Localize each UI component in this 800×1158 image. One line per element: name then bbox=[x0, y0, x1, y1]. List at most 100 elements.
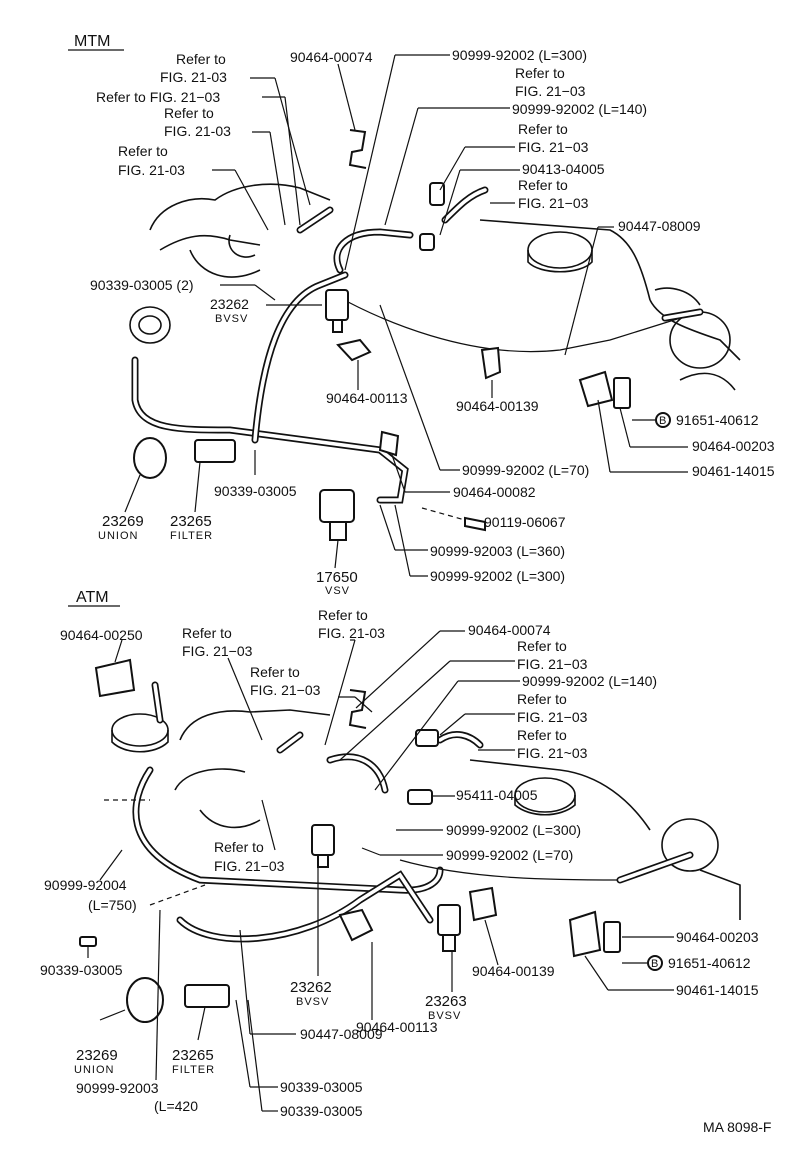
mtm-label-23265: 23265 bbox=[170, 513, 212, 530]
mtm-section-title: MTM bbox=[74, 33, 110, 50]
atm-label-90461-14015: 90461-14015 bbox=[676, 982, 759, 998]
mtm-label-90464-00113: 90464-00113 bbox=[326, 390, 408, 406]
atm-label-filter: FILTER bbox=[172, 1064, 215, 1076]
mtm-label-union: UNION bbox=[98, 530, 138, 542]
atm-valve-95411-04005 bbox=[407, 789, 433, 805]
mtm-ref-b: Refer to FIG. 21−03 bbox=[96, 89, 220, 105]
atm-clip-90464-00250 bbox=[94, 658, 136, 698]
mtm-bracket-90461-14015 bbox=[578, 370, 614, 408]
atm-label-90464-00250: 90464-00250 bbox=[60, 627, 143, 643]
atm-filter-23265 bbox=[184, 984, 230, 1008]
atm-label-l420: (L=420 bbox=[154, 1098, 198, 1114]
mtm-bvsv-23262 bbox=[325, 289, 349, 321]
mtm-components bbox=[133, 129, 671, 541]
atm-ref-g-line1: Refer to bbox=[214, 839, 264, 855]
atm-label-90464-00203: 90464-00203 bbox=[676, 929, 759, 945]
mtm-section: MTM bbox=[68, 33, 775, 597]
atm-label-90447-08009: 90447-08009 bbox=[300, 1026, 383, 1042]
mtm-ref-f-line2: FIG. 21−03 bbox=[518, 139, 589, 155]
mtm-label-90999-92002-300: 90999-92002 (L=300) bbox=[452, 47, 587, 63]
atm-clip-90464-00139 bbox=[468, 886, 498, 922]
mtm-ref-c-line2: FIG. 21-03 bbox=[164, 123, 231, 139]
atm-bolt-b-91651-40612 bbox=[647, 955, 663, 971]
mtm-label-90413-04005: 90413-04005 bbox=[522, 161, 605, 177]
atm-ref-a-line1: Refer to bbox=[182, 625, 232, 641]
mtm-ref-a-line2: FIG. 21-03 bbox=[160, 69, 227, 85]
mtm-bolt-b-91651-40612 bbox=[655, 412, 671, 428]
mtm-clip-90464-00113 bbox=[336, 338, 372, 362]
atm-label-23269: 23269 bbox=[76, 1047, 118, 1064]
atm-label-90999-92002-140: 90999-92002 (L=140) bbox=[522, 673, 657, 689]
atm-clip-90464-00113 bbox=[338, 908, 374, 942]
atm-ref-g-line2: FIG. 21−03 bbox=[214, 858, 285, 874]
atm-label-l750: (L=750) bbox=[88, 897, 137, 913]
mtm-label-90464-00203: 90464-00203 bbox=[692, 438, 775, 454]
mtm-label-90339-03005: 90339-03005 bbox=[214, 483, 297, 499]
mtm-ref-d-line1: Refer to bbox=[118, 143, 168, 159]
atm-ref-c-line1: Refer to bbox=[318, 607, 368, 623]
mtm-label-90464-00082: 90464-00082 bbox=[453, 484, 536, 500]
mtm-ref-d-line2: FIG. 21-03 bbox=[118, 162, 185, 178]
atm-label-b-mark: B bbox=[651, 958, 659, 970]
atm-ref-f-line1: Refer to bbox=[517, 727, 567, 743]
atm-label-90464-00113: 90464-00113 bbox=[356, 1019, 438, 1035]
mtm-vsv-17650 bbox=[319, 489, 355, 523]
mtm-ref-e-line2: FIG. 21−03 bbox=[515, 83, 586, 99]
mtm-label-90464-00139: 90464-00139 bbox=[456, 398, 539, 414]
atm-ref-f-line2: FIG. 21~03 bbox=[517, 745, 588, 761]
atm-label-95411-04005: 95411-04005 bbox=[456, 787, 538, 803]
atm-ref-e-line1: Refer to bbox=[517, 691, 567, 707]
atm-union-23269 bbox=[126, 977, 164, 1023]
atm-bracket-90461-14015 bbox=[568, 910, 602, 958]
mtm-union-23269 bbox=[133, 437, 167, 479]
mtm-label-90464-00074: 90464-00074 bbox=[290, 49, 373, 65]
mtm-clip-90464-00082 bbox=[378, 430, 400, 457]
mtm-clamp-90464-00203 bbox=[613, 377, 631, 409]
mtm-label-b-mark: B bbox=[659, 415, 667, 427]
atm-ref-b-line1: Refer to bbox=[250, 664, 300, 680]
atm-ref-e-line2: FIG. 21−03 bbox=[517, 709, 588, 725]
mtm-label-90999-92002-140: 90999-92002 (L=140) bbox=[512, 101, 647, 117]
mtm-ref-g-line2: FIG. 21−03 bbox=[518, 195, 589, 211]
atm-label-bvsv-23263: BVSV bbox=[428, 1010, 461, 1022]
atm-label-90339-03005: 90339-03005 bbox=[40, 962, 123, 978]
mtm-ref-g-line1: Refer to bbox=[518, 177, 568, 193]
atm-section: ATM bbox=[40, 589, 759, 1119]
mtm-label-90999-92002-70: 90999-92002 (L=70) bbox=[462, 462, 589, 478]
atm-ref-b-line2: FIG. 21−03 bbox=[250, 682, 321, 698]
mtm-ref-f-line1: Refer to bbox=[518, 121, 568, 137]
atm-label-90999-92002-70: 90999-92002 (L=70) bbox=[446, 847, 573, 863]
atm-label-91651-40612: 91651-40612 bbox=[668, 955, 751, 971]
mtm-engine-outline bbox=[129, 183, 741, 391]
atm-label-bvsv-23262: BVSV bbox=[296, 996, 329, 1008]
atm-ref-d-line2: FIG. 21−03 bbox=[517, 656, 588, 672]
atm-label-90339-03005c: 90339-03005 bbox=[280, 1103, 363, 1119]
mtm-ref-c-line1: Refer to bbox=[164, 105, 214, 121]
mtm-label-90999-92002-300b: 90999-92002 (L=300) bbox=[430, 568, 565, 584]
atm-label-90464-00074: 90464-00074 bbox=[468, 622, 551, 638]
mtm-label-23269: 23269 bbox=[102, 513, 144, 530]
mtm-label-90119-06067: 90119-06067 bbox=[484, 514, 566, 530]
atm-label-90999-92002-300: 90999-92002 (L=300) bbox=[446, 822, 581, 838]
atm-label-90999-92003: 90999-92003 bbox=[76, 1080, 159, 1096]
mtm-ref-a-line1: Refer to bbox=[176, 51, 226, 67]
atm-label-90339-03005b: 90339-03005 bbox=[280, 1079, 363, 1095]
atm-hose-routing bbox=[132, 681, 694, 943]
mtm-label-91651-40612: 91651-40612 bbox=[676, 412, 759, 428]
mtm-clip-90464-00074 bbox=[348, 129, 367, 169]
atm-clip-90464-00074 bbox=[348, 689, 367, 729]
atm-leader-lines bbox=[87, 630, 674, 1112]
mtm-label-90339-03005-2: 90339-03005 (2) bbox=[90, 277, 194, 293]
atm-section-title: ATM bbox=[76, 589, 109, 606]
mtm-screw-90119-06067 bbox=[464, 516, 486, 532]
atm-label-23263: 23263 bbox=[425, 993, 467, 1010]
mtm-filter-23265 bbox=[194, 439, 236, 463]
diagram-code: MA 8098-F bbox=[703, 1119, 771, 1135]
atm-label-23265: 23265 bbox=[172, 1047, 214, 1064]
atm-ref-d-line1: Refer to bbox=[517, 638, 567, 654]
atm-label-23262: 23262 bbox=[290, 979, 332, 996]
mtm-label-90999-92003-360: 90999-92003 (L=360) bbox=[430, 543, 565, 559]
mtm-label-90447-08009: 90447-08009 bbox=[618, 218, 701, 234]
atm-clamp-90464-00203 bbox=[603, 921, 621, 953]
